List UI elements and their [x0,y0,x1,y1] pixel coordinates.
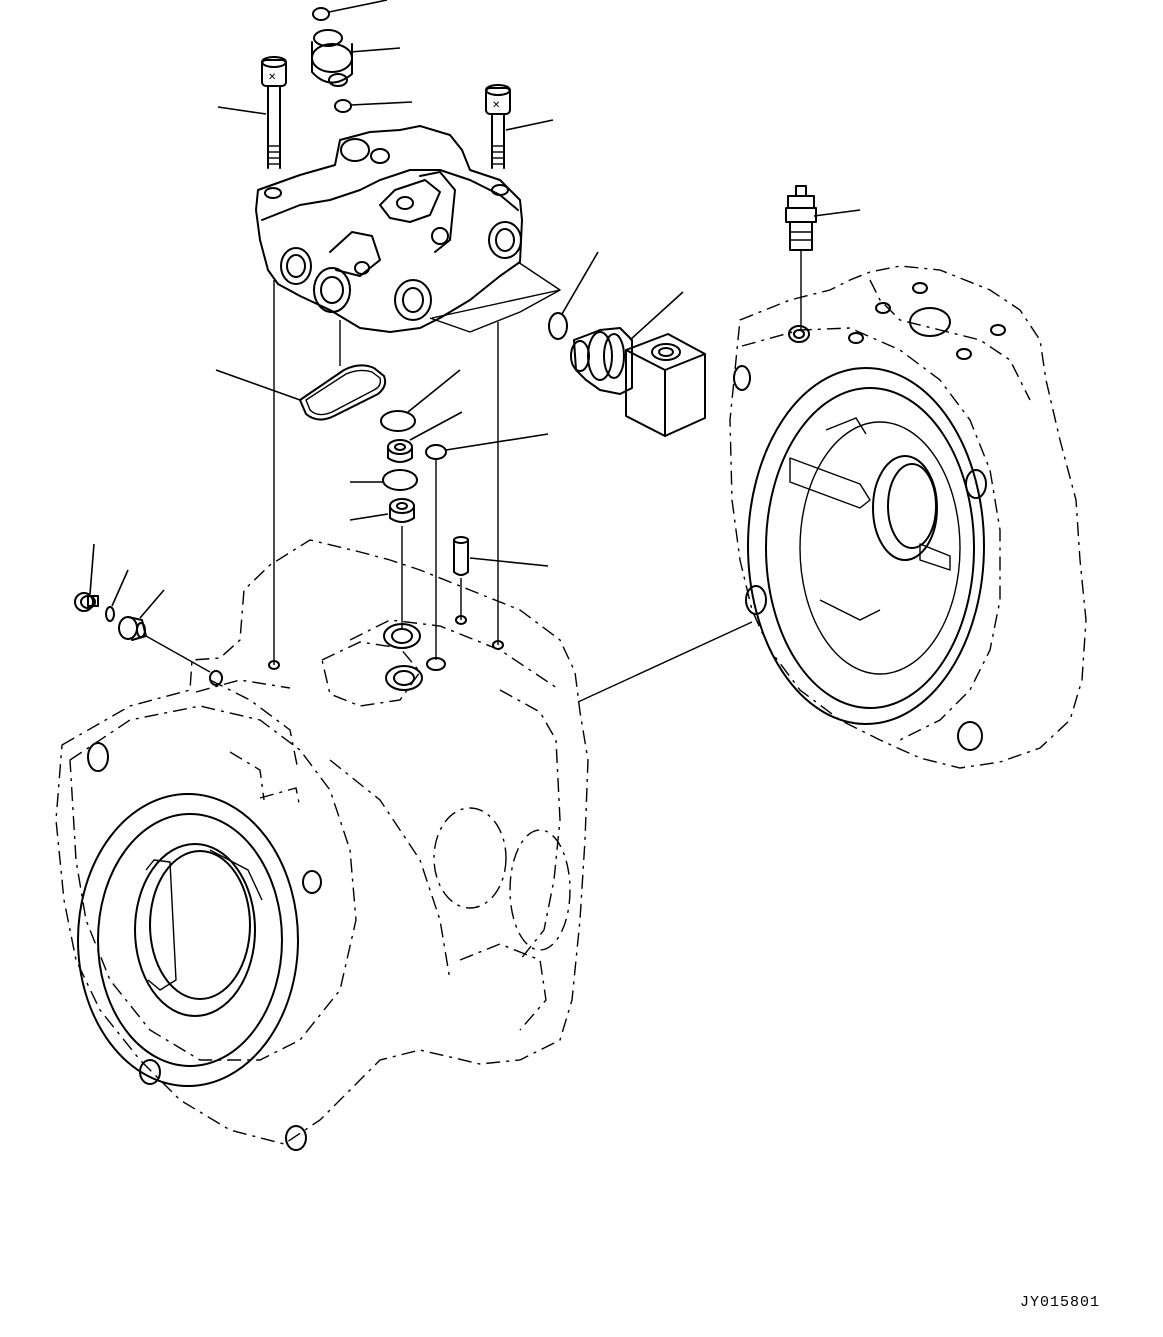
pump-end-cover [729,265,1087,769]
pump-housing-main [55,539,589,1151]
top-oring [312,0,388,21]
gasket [215,364,387,421]
small-seal [425,433,549,460]
plug-small [74,543,99,612]
spacer-lower [349,498,415,523]
pin [453,536,549,576]
small-oring-a [334,99,413,113]
bleeder-nipple [785,185,861,251]
bolt-left: ✕ [217,56,287,169]
solenoid-valve [548,251,706,437]
spacer-upper [387,411,463,463]
svg-text:✕: ✕ [268,72,276,83]
svg-text:✕: ✕ [492,100,500,111]
assembly-lines [145,250,802,703]
oring-lower [350,469,418,491]
control-valve-block [255,125,561,333]
plug-large [118,589,165,641]
bolt-right: ✕ [485,84,554,169]
oring-upper [380,369,461,432]
drawing-code: JY015801 [1020,1294,1100,1311]
plug-oring [105,569,129,622]
pressure-plug [311,29,401,87]
